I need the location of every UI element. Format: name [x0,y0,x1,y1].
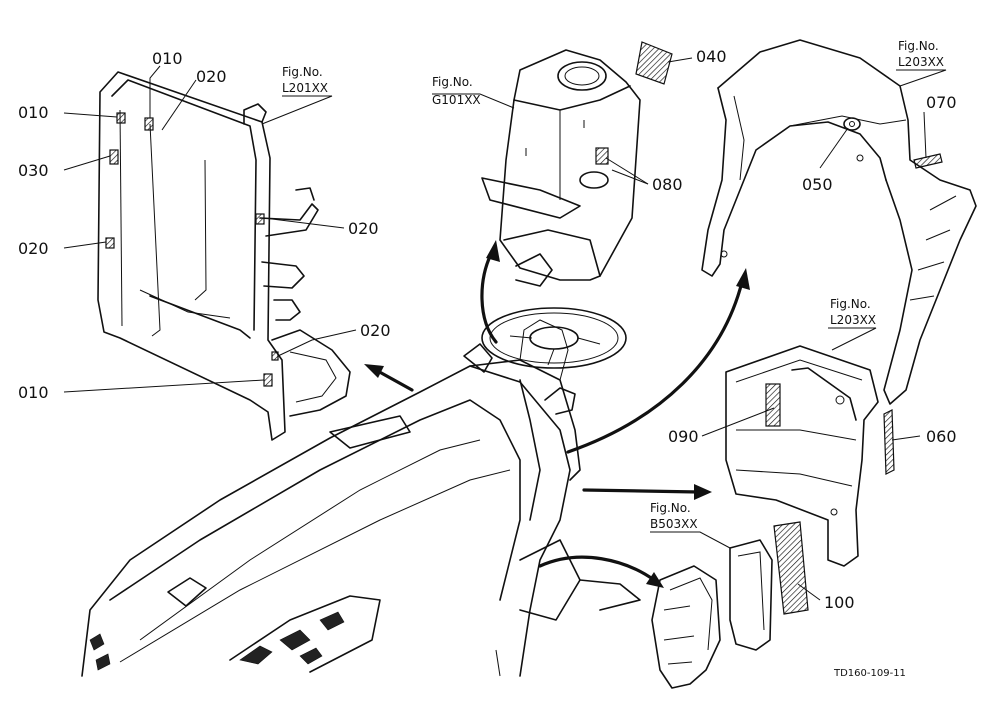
label-020-bottom [105,237,115,249]
left-dash-panel [97,71,351,441]
callout-010-bottom: 010 [18,383,49,402]
dash-cover [481,49,641,287]
label-040 [635,41,673,85]
callout-090: 090 [668,427,699,446]
callout-080: 080 [652,175,683,194]
lower-bracket [651,521,809,689]
label-020-mid [255,213,265,225]
label-010-bottom [263,373,273,387]
fender-upper [701,39,977,405]
figref-l201-label: Fig.No. [282,65,323,79]
figref-l203-top-code: L203XX [898,55,944,69]
callout-070: 070 [926,93,957,112]
callout-020-top: 020 [196,67,227,86]
fender-lower-panel [725,345,879,567]
callout-040: 040 [696,47,727,66]
callout-020-mid: 020 [348,219,379,238]
label-010-top [144,117,154,131]
leader-lines [63,57,947,601]
figref-l203-top-label: Fig.No. [898,39,939,53]
hood-assembly [81,307,641,677]
figref-l203-lower-label: Fig.No. [830,297,871,311]
figref-b503-code: B503XX [650,517,698,531]
label-080 [595,147,609,165]
assembly-arrows [364,240,750,588]
callout-060: 060 [926,427,957,446]
callout-100: 100 [824,593,855,612]
label-100 [773,521,809,615]
figref-g101-label: Fig.No. [432,75,473,89]
figref-l201-code: L201XX [282,81,328,95]
label-070 [913,153,943,169]
figref-l203-lower-code: L203XX [830,313,876,327]
callout-050: 050 [802,175,833,194]
label-060 [883,409,895,475]
callout-010-left: 010 [18,103,49,122]
callout-030: 030 [18,161,49,180]
figref-g101-code: G101XX [432,93,481,107]
steering-wheel [481,307,627,369]
callout-020-left: 020 [18,239,49,258]
label-010-left [116,112,126,124]
label-030 [109,149,119,165]
label-020-lower [271,351,279,361]
drawing-id: TD160-109-11 [833,668,906,679]
callout-020-lower: 020 [360,321,391,340]
figref-b503-label: Fig.No. [650,501,691,515]
callout-010-top: 010 [152,49,183,68]
label-090 [765,383,781,427]
